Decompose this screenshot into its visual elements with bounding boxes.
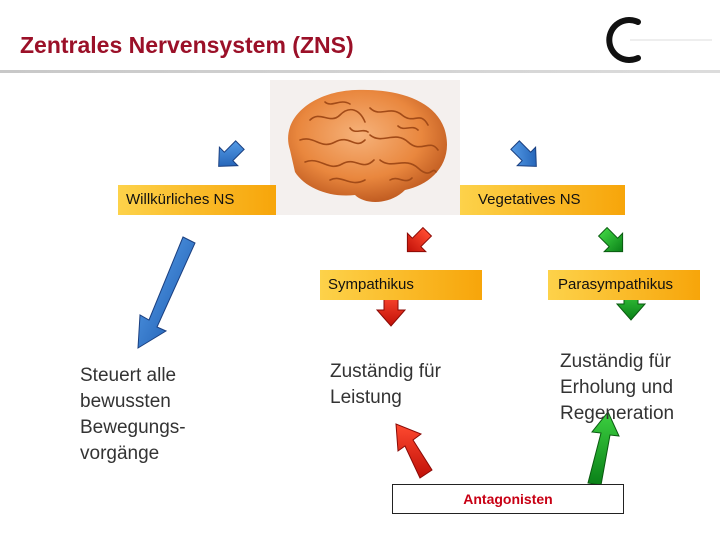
c-circle-logo-icon <box>606 17 712 63</box>
node-vegetatives-ns: Vegetatives NS <box>460 185 625 215</box>
antagonisten-box: Antagonisten <box>392 484 624 514</box>
description-sympathikus: Zuständig für Leistung <box>330 359 500 411</box>
title-divider <box>0 70 720 73</box>
brain-image <box>270 80 460 215</box>
arrow-vegetativ-to-sympathikus <box>406 226 433 253</box>
description-parasympathikus: Zuständig für Erholung und Regeneration <box>560 349 710 427</box>
arrow-brain-to-vegetativ <box>510 140 537 167</box>
description-line: Erholung und <box>560 377 674 398</box>
description-line: Leistung <box>330 387 402 408</box>
arrow-vegetativ-to-parasympathikus <box>597 226 624 253</box>
description-line: Regeneration <box>560 403 675 424</box>
description-line: Steuert alle <box>80 365 177 386</box>
description-line: Zuständig für <box>330 361 441 382</box>
description-line: bewussten <box>80 391 171 412</box>
arrow-willkuerlich-to-description <box>137 236 196 349</box>
node-willkuerliches-ns: Willkürliches NS <box>118 185 276 215</box>
description-line: Zuständig für <box>560 351 671 372</box>
arrow-antagonisten-to-erholung <box>587 411 620 486</box>
description-line: vorgänge <box>80 443 160 464</box>
description-willkuerlich: Steuert alle bewussten Bewegungs- vorgän… <box>80 363 240 467</box>
node-sympathikus: Sympathikus <box>320 270 482 300</box>
node-parasympathikus: Parasympathikus <box>548 270 700 300</box>
arrow-brain-to-willkuerlich <box>218 140 245 167</box>
arrow-antagonisten-to-leistung <box>395 423 433 479</box>
description-line: Bewegungs- <box>80 417 186 438</box>
page-title: Zentrales Nervensystem (ZNS) <box>20 32 354 58</box>
